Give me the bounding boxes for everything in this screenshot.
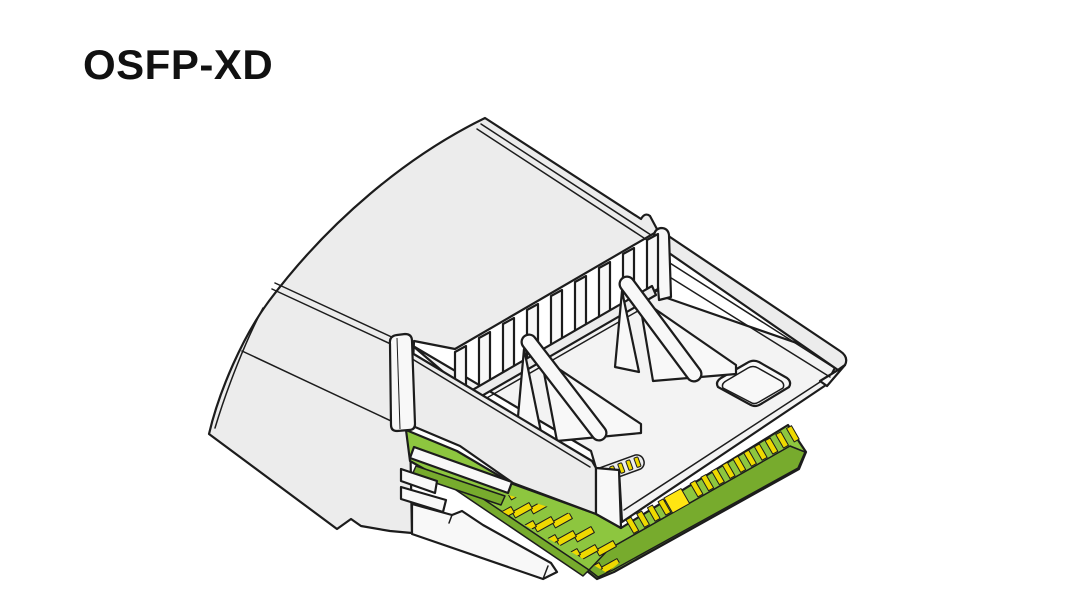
trace-pad <box>555 530 577 547</box>
right-strut-arm <box>620 277 701 381</box>
contact-finger <box>764 437 779 455</box>
contact-finger <box>625 516 640 534</box>
lower-housing-front <box>388 332 623 581</box>
front-left-face <box>405 348 598 516</box>
lower-front-rail <box>408 445 514 495</box>
eave-line-2 <box>271 288 409 353</box>
left-clip-post <box>388 332 417 433</box>
trace-pad <box>604 577 624 592</box>
contact-finger <box>732 455 747 473</box>
heatsink-fin <box>645 232 660 297</box>
trace-pad <box>621 572 625 573</box>
contact-finger <box>721 461 736 479</box>
shell-crease-line <box>241 350 407 429</box>
ridge-line-2 <box>476 128 648 241</box>
slot-pad <box>633 456 642 468</box>
rail-line-3 <box>659 270 831 378</box>
eave-line-1 <box>274 282 412 347</box>
contact-finger <box>636 510 650 528</box>
pcb-edge-connector <box>404 423 808 607</box>
trace-pad <box>551 512 573 529</box>
trace-pad <box>595 540 617 557</box>
trace-pad <box>608 595 628 607</box>
trace-pad <box>640 569 660 584</box>
trace-pad <box>644 587 664 602</box>
latch-struts <box>515 275 738 443</box>
left-strut-arm <box>522 335 606 440</box>
trace-pad <box>573 526 595 543</box>
deck-edge-inner-line <box>623 381 821 511</box>
contact-finger <box>646 504 661 522</box>
contact-finger <box>775 431 789 449</box>
front-wall <box>594 466 623 530</box>
trace-pad <box>568 585 588 600</box>
trace-pad <box>590 599 610 607</box>
left-step-1 <box>399 467 439 495</box>
right-strut-web <box>613 289 641 374</box>
slot-pad <box>617 462 626 474</box>
ridge-line-1 <box>480 123 652 236</box>
contact-finger <box>786 425 800 443</box>
figure-title: OSFP-XD <box>83 41 274 88</box>
contact-finger <box>743 449 757 467</box>
contact-finger <box>753 443 768 461</box>
contact-finger <box>689 480 704 498</box>
front-rail-inner-line <box>408 356 591 468</box>
left-clip-post-line <box>396 337 401 430</box>
contact-finger <box>657 498 672 516</box>
curve-inner-line <box>214 307 264 429</box>
pcb-front-bevel <box>588 445 806 578</box>
bottom-tongue <box>410 502 559 581</box>
tongue-notch-line <box>448 514 453 524</box>
slot-pad <box>625 459 634 471</box>
trace-pad <box>533 516 555 533</box>
module-housing-shell <box>207 116 660 535</box>
rail-tip-facet <box>818 363 847 388</box>
trace-pad <box>626 591 646 606</box>
gold-contact-fingers <box>625 425 800 534</box>
trace-pad <box>511 502 533 519</box>
contact-finger <box>711 467 725 486</box>
contact-pad-highlight <box>663 488 691 514</box>
contact-finger <box>700 474 715 492</box>
housing-shell-face <box>207 116 660 535</box>
tongue-tip-line <box>542 565 549 580</box>
deck-hole-rim <box>721 365 785 405</box>
trace-pad <box>586 581 606 596</box>
rail-line-2 <box>661 257 837 370</box>
